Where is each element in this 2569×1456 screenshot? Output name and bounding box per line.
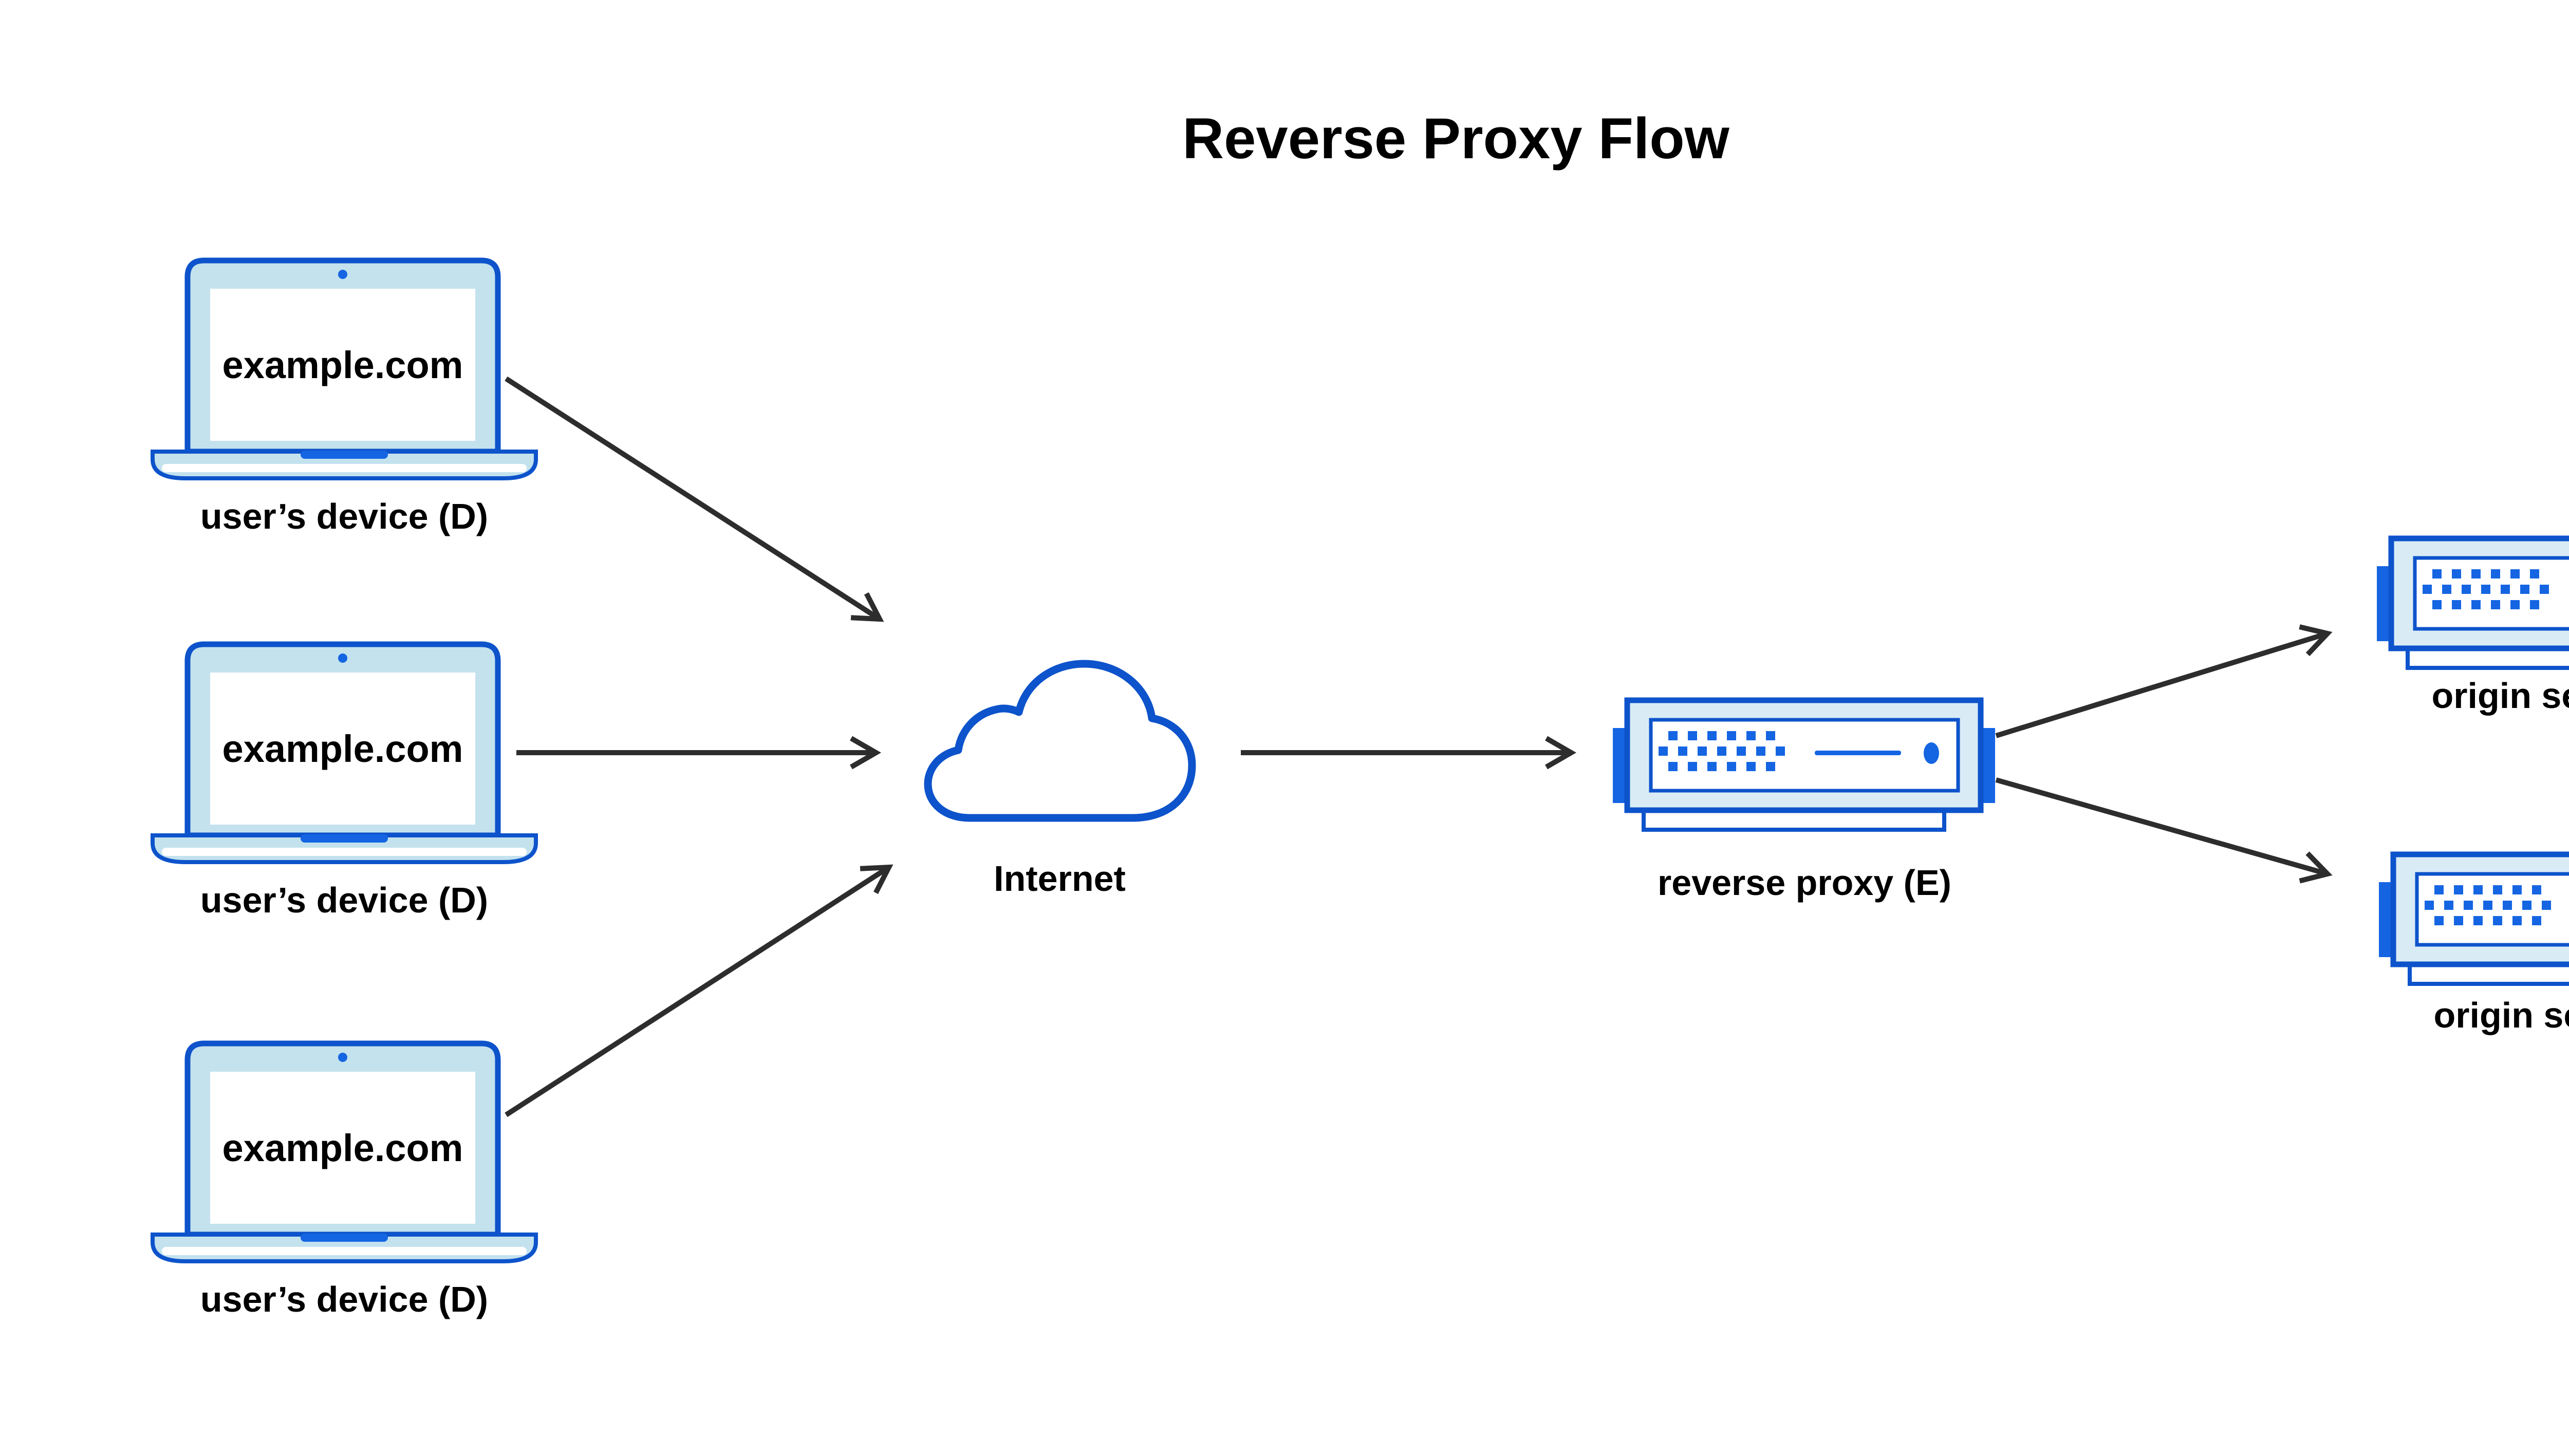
arrow-internet-to-reverse-proxy xyxy=(1241,736,1577,770)
device2-screen-text: example.com xyxy=(222,727,463,770)
origin-server2-label: origin server (F) xyxy=(2433,995,2569,1035)
origin-server2-icon xyxy=(2378,852,2569,989)
origin-server1-label: origin server (F) xyxy=(2431,676,2569,716)
page-title: Reverse Proxy Flow xyxy=(1182,106,1729,171)
reverse-proxy-icon xyxy=(1612,698,1997,835)
reverse-proxy-label: reverse proxy (E) xyxy=(1658,863,1951,903)
arrow-device3-to-internet xyxy=(505,864,893,1117)
device3-screen-text: example.com xyxy=(222,1126,463,1169)
arrow-device1-to-internet xyxy=(505,376,884,622)
device1-label: user’s device (D) xyxy=(200,496,489,536)
arrow-device2-to-internet xyxy=(516,736,882,770)
device1-screen-text: example.com xyxy=(222,343,463,386)
device3-label: user’s device (D) xyxy=(200,1279,489,1319)
internet-label: Internet xyxy=(994,858,1126,899)
arrow-reverse-proxy-to-origin2 xyxy=(1995,777,2333,884)
arrow-reverse-proxy-to-origin1 xyxy=(1995,624,2333,738)
internet-cloud-icon xyxy=(915,648,1205,828)
device2-label: user’s device (D) xyxy=(200,880,489,920)
origin-server1-icon xyxy=(2376,536,2569,673)
